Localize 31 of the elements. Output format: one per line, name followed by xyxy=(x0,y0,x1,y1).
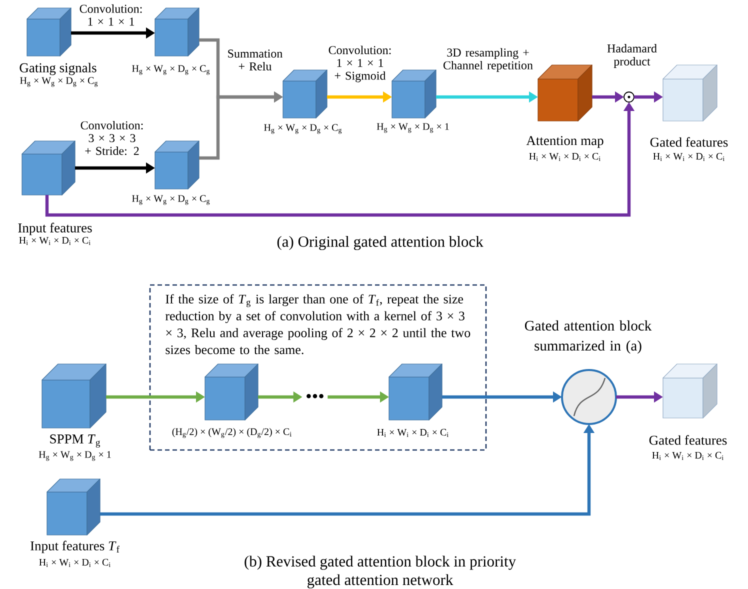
size-label: H$_{g}$ × W$_{g}$ × D$_{g}$ × C$_{g}$ xyxy=(20,77,98,87)
size-label: (H$_{g}$/2) × (W$_{g}$/2) × (D$_{g}$/2) × C$_{i}$ xyxy=(172,428,292,438)
size-label: H$_{g}$ × W$_{g}$ × D$_{g}$ × C$_{g}$ xyxy=(132,195,210,205)
node-label: Attention map xyxy=(526,136,604,148)
size-label: H$_{g}$ × W$_{g}$ × D$_{g}$ × 1 xyxy=(38,451,111,461)
node-label: Gated features xyxy=(650,137,728,147)
edge-label: Convolution: 3 × 3 × 3 + Stride: 2 xyxy=(80,120,143,156)
size-label: H$_{i}$ × W$_{i}$ × D$_{i}$ × C$_{i}$ xyxy=(377,428,448,438)
caption: (b) Revised gated attention block in priority gated attention network xyxy=(244,556,516,588)
edge-label: Summation + Relu xyxy=(228,50,282,70)
size-label: H$_{i}$ × W$_{i}$ × D$_{i}$ × C$_{i}$ xyxy=(39,558,110,568)
operator-label: Hadamard product xyxy=(607,44,657,68)
node-label: SPPM T$_{g}$ xyxy=(50,434,100,448)
ellipsis: ••• xyxy=(306,394,324,398)
node-label: Gated features xyxy=(649,435,727,445)
node-label: Input features T$_{f}$ xyxy=(30,540,120,554)
node-label: Input features xyxy=(18,222,92,236)
size-label: H$_{g}$ × W$_{g}$ × D$_{g}$ × C$_{g}$ xyxy=(132,65,210,75)
node-label: Gated attention block summarized in (a) xyxy=(524,320,652,354)
size-label: H$_{i}$ × W$_{i}$ × D$_{i}$ × C$_{i}$ xyxy=(529,152,600,162)
edge-label: Convolution: 1 × 1 × 1 + Sigmoid xyxy=(328,46,391,82)
node-label: Gating signals xyxy=(20,62,96,76)
size-label: H$_{g}$ × W$_{g}$ × D$_{g}$ × C$_{g}$ xyxy=(264,124,342,134)
product-symbol xyxy=(624,92,634,102)
size-label: H$_{g}$ × W$_{g}$ × D$_{g}$ × 1 xyxy=(376,123,449,133)
edge-label: Convolution: 1 × 1 × 1 xyxy=(80,4,142,26)
edge-label: 3D resampling + Channel repetition xyxy=(444,48,533,72)
caption: (a) Original gated attention block xyxy=(277,236,484,250)
size-label: H$_{i}$ × W$_{i}$ × D$_{i}$ × C$_{i}$ xyxy=(653,152,724,162)
size-label: H$_{i}$ × W$_{i}$ × D$_{i}$ × C$_{i}$ xyxy=(652,452,724,460)
size-label: H$_{i}$ × W$_{i}$ × D$_{i}$ × C$_{i}$ xyxy=(19,236,90,246)
